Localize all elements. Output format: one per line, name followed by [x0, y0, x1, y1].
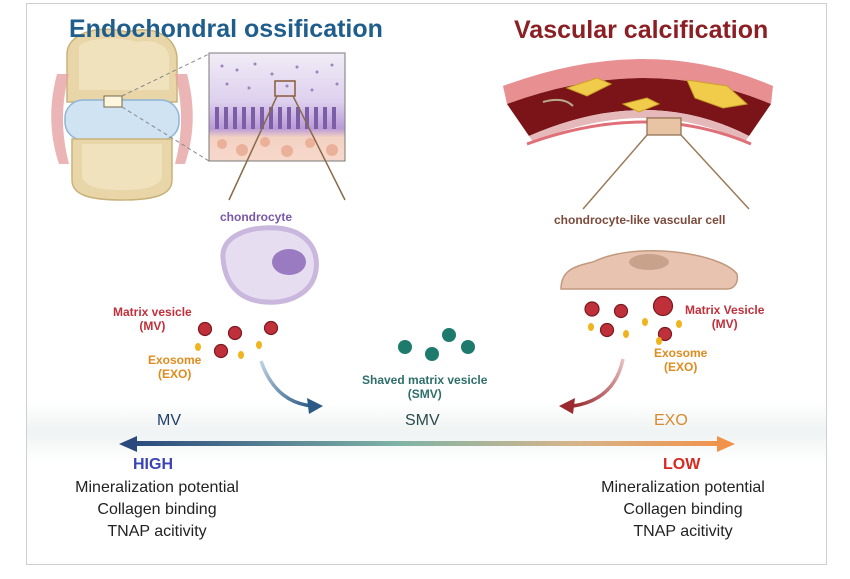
left-arrowhead: [307, 398, 323, 414]
vascular-cell: [560, 250, 739, 290]
low-label: LOW: [663, 456, 701, 473]
right-mv-label: Matrix Vesicle (MV): [685, 303, 765, 331]
high-label: HIGH: [133, 456, 173, 473]
right-vesicles: [584, 295, 682, 345]
shaved-matrix-vesicles: [398, 328, 475, 361]
left-property-collagen: Collagen binding: [97, 501, 217, 518]
left-property-tnap: TNAP acitivity: [107, 523, 207, 540]
figure-panel: Endochondral ossification Vascular calci…: [26, 3, 827, 565]
artery-cross-section: [503, 59, 773, 146]
scale-exo: EXO: [654, 412, 688, 429]
left-curved-arrow: [259, 360, 314, 408]
title-vascular-calcification: Vascular calcification: [514, 16, 769, 44]
knee-joint-illustration: [51, 28, 193, 201]
scale-mv: MV: [157, 412, 181, 429]
right-exo-label: Exosome (EXO): [654, 346, 708, 374]
left-vesicles: [195, 320, 279, 359]
chondrocyte-cell: [220, 225, 319, 305]
illustration-canvas: [51, 28, 773, 452]
right-curved-arrow: [572, 358, 625, 408]
right-property-tnap: TNAP acitivity: [633, 523, 733, 540]
right-property-collagen: Collagen binding: [623, 501, 743, 518]
chondrocyte-label: chondrocyte: [220, 210, 293, 224]
vascular-cell-label: chondrocyte-like vascular cell: [554, 213, 726, 227]
scale-background: [27, 402, 826, 462]
scale-smv: SMV: [405, 412, 440, 429]
left-property-mineralization: Mineralization potential: [75, 479, 239, 496]
growth-plate-histology: [208, 52, 346, 162]
left-mv-label: Matrix vesicle (MV): [113, 305, 192, 333]
right-arrowhead: [559, 398, 575, 414]
smv-label: Shaved matrix vesicle (SMV): [362, 373, 488, 401]
title-endochondral-ossification: Endochondral ossification: [69, 15, 383, 43]
right-property-mineralization: Mineralization potential: [601, 479, 765, 496]
gradient-scale-arrow: [119, 436, 735, 452]
left-exo-label: Exosome (EXO): [148, 353, 202, 381]
